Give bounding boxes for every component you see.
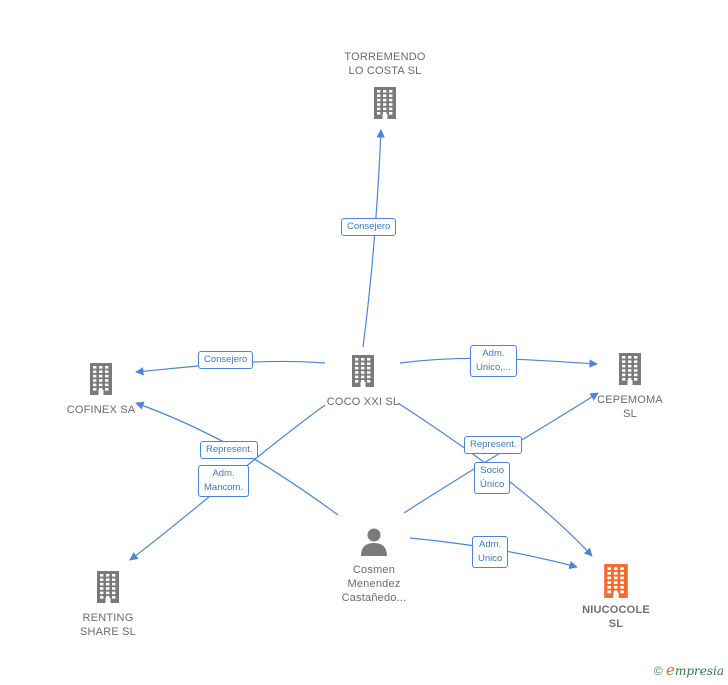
- node-label-line: TORREMENDO: [344, 51, 426, 63]
- footer-brand[interactable]: © empresia: [654, 661, 724, 679]
- building-icon: [374, 87, 396, 119]
- edge-label-line: Único: [480, 479, 505, 490]
- edge-label-adm-unico-cepemoma[interactable]: Adm. Unico,...: [470, 345, 517, 377]
- node-label-line: Cosmen: [352, 564, 396, 576]
- edge-label-represent-cepemoma[interactable]: Represent.: [464, 436, 523, 454]
- node-label-line: LO COSTA SL: [348, 65, 422, 77]
- edge-label-socio-unico-niucocole[interactable]: Socio Único: [474, 462, 511, 494]
- edge-label-adm-mancom-renting[interactable]: Adm. Mancom.: [198, 465, 250, 497]
- node-label-line: NIUCOCOLE: [582, 604, 650, 616]
- node-label-line: COFINEX SA: [66, 404, 136, 416]
- building-icon: [97, 571, 119, 603]
- edge-label-line: Mancom.: [204, 482, 244, 493]
- edge-label-line: Consejero: [347, 221, 391, 232]
- node-label-line: CEPEMOMA: [597, 394, 663, 406]
- edge-label-adm-unico-niucocole[interactable]: Adm. Unico: [472, 536, 509, 568]
- brand-initial: e: [666, 661, 675, 679]
- node-label-line: Menendez: [347, 578, 401, 590]
- node-label-line: SHARE SL: [79, 626, 136, 638]
- edge-label-consejero-cofinex[interactable]: Consejero: [198, 351, 254, 369]
- edge-label-line: Socio: [480, 465, 505, 476]
- edge-label-line: Adm.: [212, 468, 235, 479]
- edge-label-consejero-torremendo[interactable]: Consejero: [341, 218, 397, 236]
- edge-label-line: Consejero: [204, 354, 248, 365]
- edge-label-represent-cofinex[interactable]: Represent.: [200, 441, 259, 459]
- building-icon: [352, 355, 374, 387]
- edge-label-line: Unico: [478, 553, 503, 564]
- node-label-line: COCO XXI SL: [326, 396, 400, 408]
- building-icon: [619, 353, 641, 385]
- node-label-line: RENTING: [82, 612, 134, 624]
- edge-label-line: Unico,...: [476, 362, 511, 373]
- edge-label-line: Adm.: [482, 348, 505, 359]
- node-label-line: SL: [608, 618, 624, 630]
- edge-cosmen-cofinex: [135, 401, 339, 516]
- building-icon: [90, 363, 112, 395]
- edge-label-line: Adm.: [479, 539, 502, 550]
- copyright-icon: ©: [653, 664, 663, 678]
- node-label-line: Castañedo...: [341, 592, 407, 604]
- building-icon: [604, 564, 628, 598]
- brand-name: mpresia: [674, 664, 724, 678]
- edge-label-line: Represent.: [206, 444, 253, 455]
- node-label-line: SL: [623, 408, 637, 420]
- person-icon: [361, 528, 387, 556]
- edge-label-line: Represent.: [470, 439, 517, 450]
- edge-coco-torremendo: [362, 129, 385, 348]
